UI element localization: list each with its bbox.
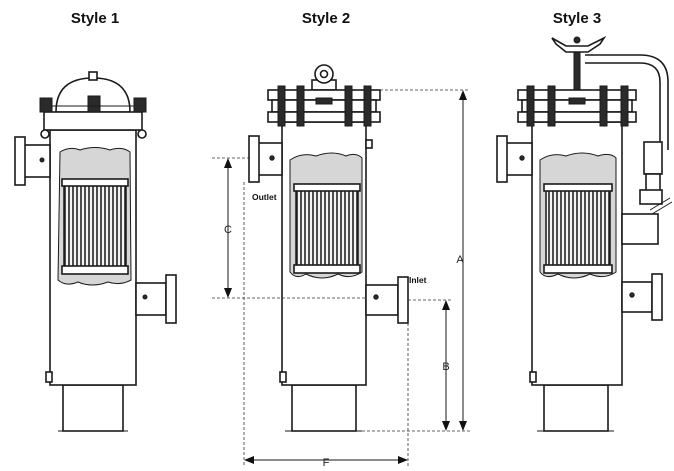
dimension-b-label: B xyxy=(442,361,449,373)
dimension-lines: C A B F xyxy=(212,89,470,469)
style-2-filter-cartridge xyxy=(295,189,359,267)
style-2-title: Style 2 xyxy=(302,10,350,27)
style-1-title: Style 1 xyxy=(71,10,119,27)
style-3-title: Style 3 xyxy=(553,10,601,27)
style-3-davit-arm xyxy=(585,62,661,150)
outlet-label: Outlet xyxy=(252,192,277,202)
style-1-base xyxy=(62,384,124,432)
inlet-label: Inlet xyxy=(409,275,427,285)
style-3-t-handle xyxy=(551,35,607,53)
style-2-housing: Outlet Inlet xyxy=(248,64,427,432)
style-3-housing xyxy=(496,35,673,432)
dimension-a-label: A xyxy=(456,254,464,266)
style-1-clamp-band xyxy=(43,111,143,131)
style-1-filter-cartridge xyxy=(63,184,127,268)
style-3-davit-bracket xyxy=(621,213,659,245)
style-1-housing xyxy=(14,71,177,432)
style-3-base xyxy=(543,384,609,432)
dimension-c-label: C xyxy=(224,224,232,236)
style-2-base xyxy=(291,384,357,432)
style-3-filter-cartridge xyxy=(545,189,611,267)
dimension-f-label: F xyxy=(323,457,330,469)
